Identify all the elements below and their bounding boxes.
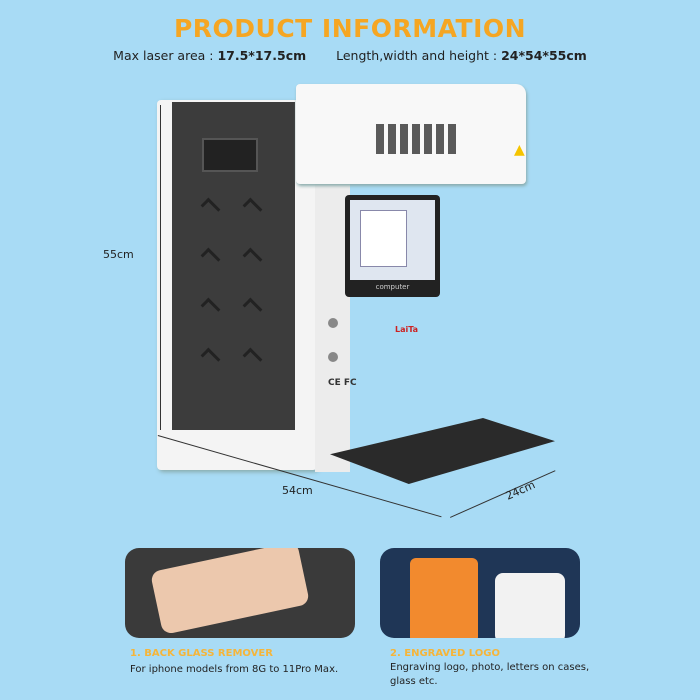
engraved-logo-image bbox=[380, 548, 580, 638]
page-title: PRODUCT INFORMATION bbox=[173, 14, 527, 43]
orange-tumbler bbox=[410, 558, 478, 638]
touch-screen: computer bbox=[345, 195, 440, 297]
feature-title: 2. ENGRAVED LOGO bbox=[390, 648, 500, 659]
feature-title: 1. BACK GLASS REMOVER bbox=[130, 648, 273, 659]
feature-text: For iphone models from 8G to 11Pro Max. bbox=[130, 664, 339, 675]
work-platform bbox=[330, 418, 555, 484]
back-glass-image bbox=[125, 548, 355, 638]
door-handle bbox=[202, 138, 258, 172]
laser-head: ▲ bbox=[296, 84, 526, 184]
specs-line: Max laser area : 17.5*17.5cm Length,widt… bbox=[0, 48, 700, 63]
machine-door-panel bbox=[172, 102, 295, 430]
machine-logo: LaiTa bbox=[395, 325, 419, 334]
spec-size-label: Length,width and height : bbox=[336, 48, 502, 63]
knob bbox=[328, 318, 338, 328]
head-vents bbox=[376, 124, 456, 154]
laser-warning-icon: ▲ bbox=[514, 142, 525, 158]
height-label: 55cm bbox=[103, 248, 134, 261]
feature-text: Engraving logo, photo, letters on cases,… bbox=[390, 662, 590, 687]
knob bbox=[328, 352, 338, 362]
cert-marks: CE FC bbox=[328, 378, 357, 388]
screen-brand: computer bbox=[375, 283, 410, 291]
white-tumbler bbox=[495, 573, 565, 638]
spec-laser-area-label: Max laser area : bbox=[113, 48, 218, 63]
spec-laser-area-value: 17.5*17.5cm bbox=[217, 48, 307, 63]
phone bbox=[149, 548, 311, 635]
spec-size-value: 24*54*55cm bbox=[501, 48, 587, 63]
length-label: 54cm bbox=[282, 484, 313, 497]
